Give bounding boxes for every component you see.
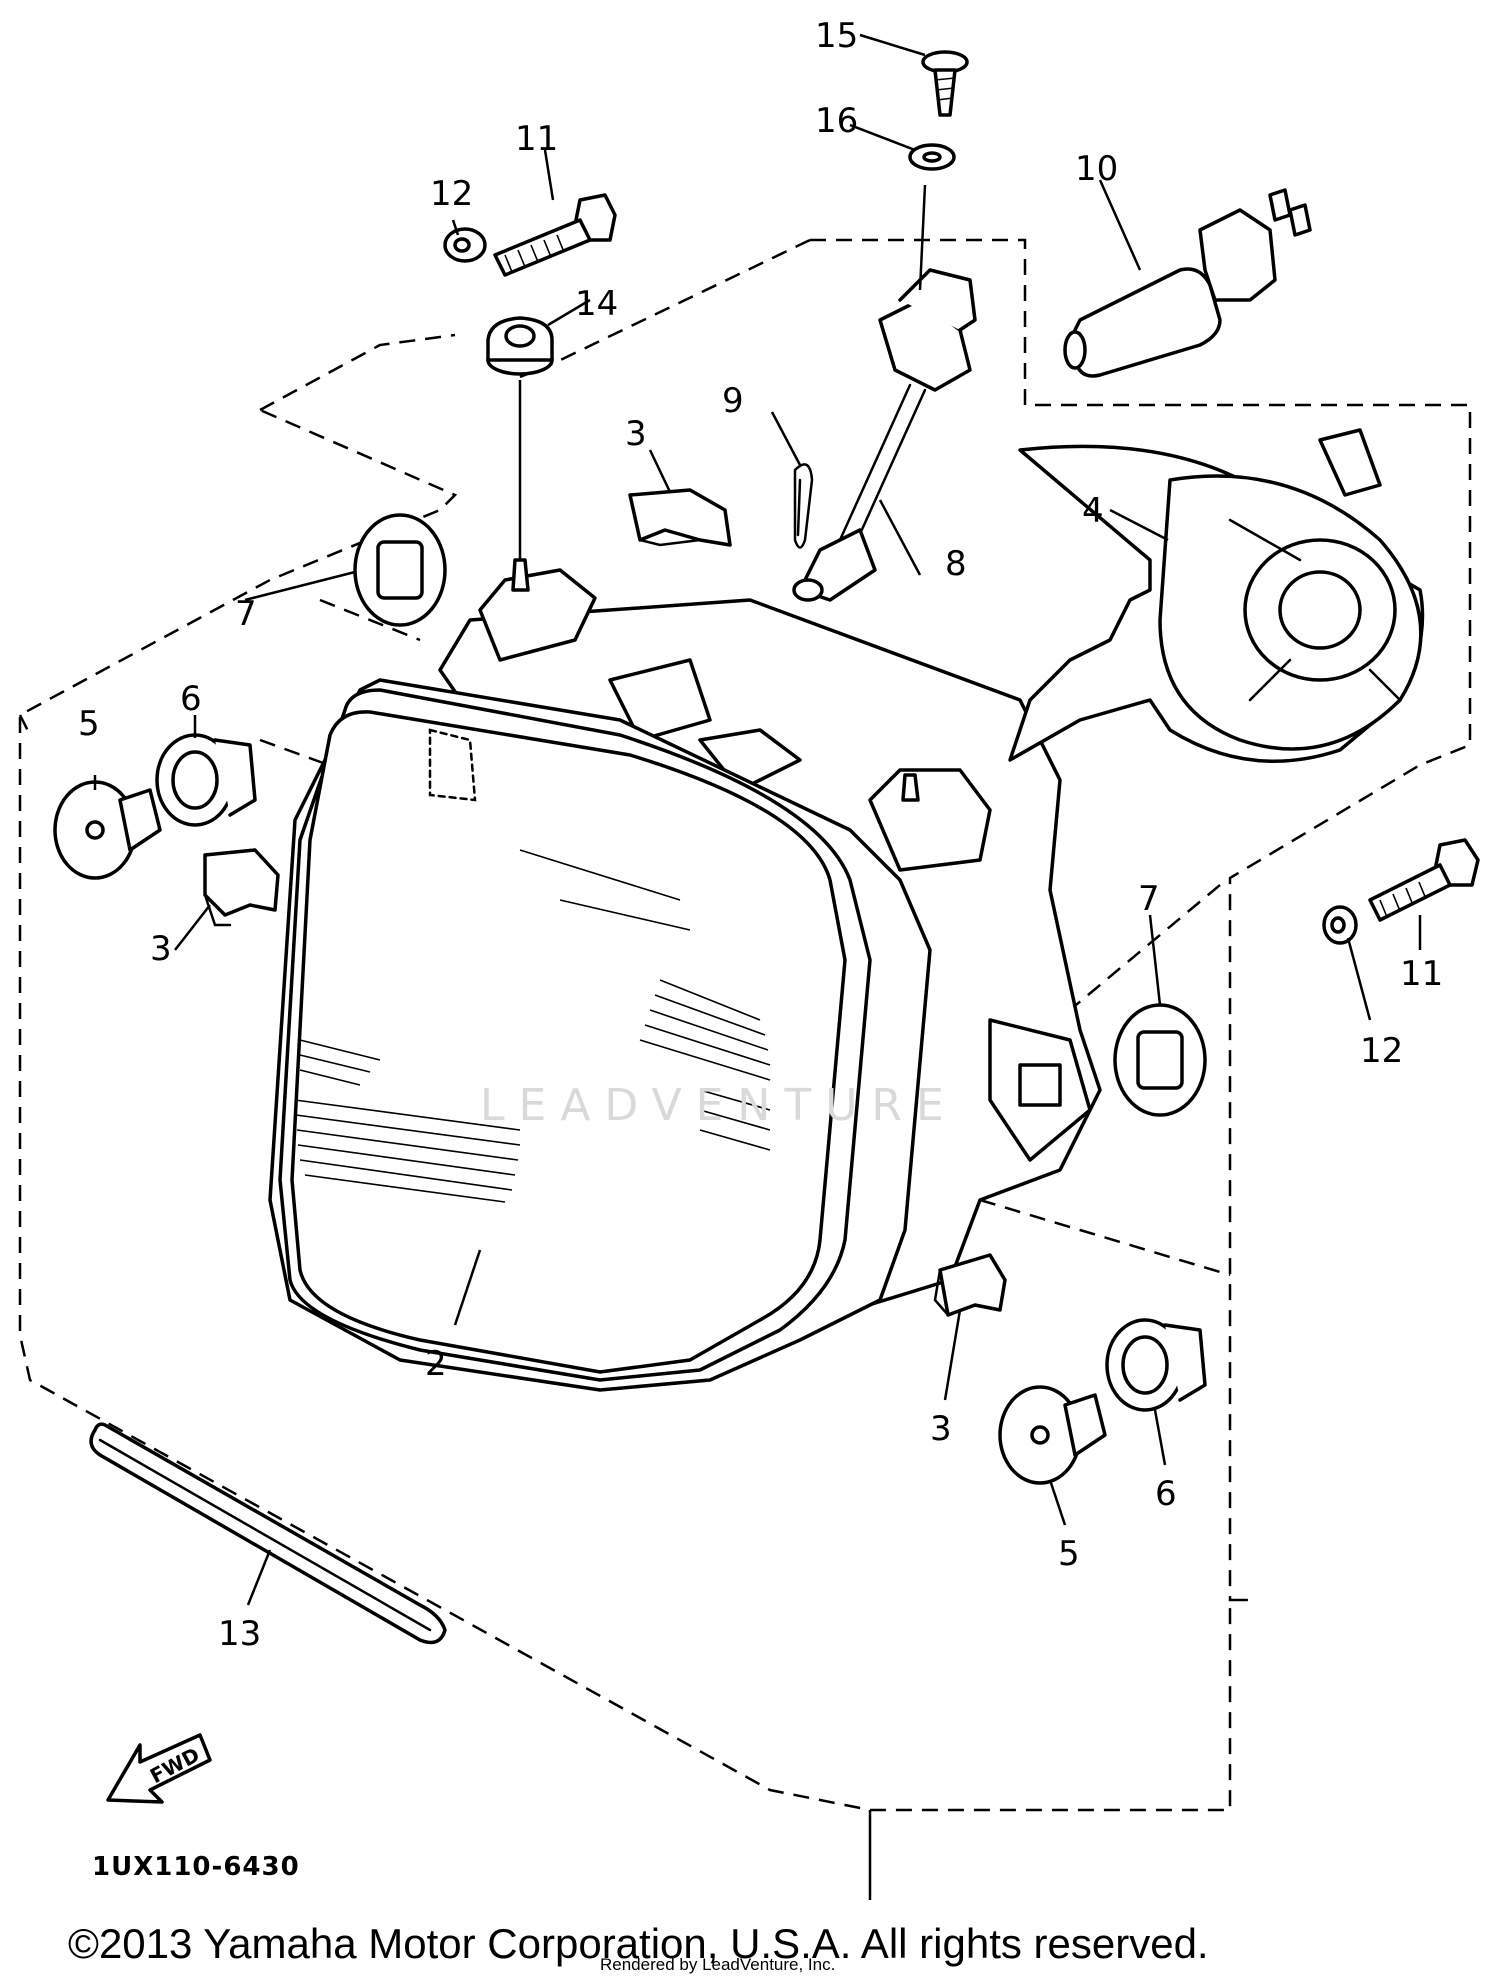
callout-8: 8 — [945, 544, 967, 584]
callout-5: 5 — [78, 704, 100, 744]
fwd-arrow-icon: FWD — [106, 1733, 212, 1804]
headlight-unit-icon — [268, 558, 1102, 1392]
callout-16: 16 — [815, 101, 858, 141]
diagram-code: 1UX110-6430 — [92, 1852, 300, 1882]
callout-4: 4 — [1082, 491, 1104, 531]
callout-12: 12 — [430, 174, 473, 214]
callout-12: 12 — [1360, 1031, 1403, 1071]
collar-icon — [1105, 1318, 1207, 1412]
damper-icon — [486, 316, 554, 376]
rendered-by-note: Rendered by LeadVenture, Inc. — [600, 1955, 836, 1974]
damper-knob-icon — [53, 780, 162, 880]
grommet-icon — [1113, 1003, 1207, 1117]
watermark: LEADVENTURE — [480, 1080, 958, 1131]
callout-3: 3 — [625, 414, 647, 454]
bolt-icon — [1368, 838, 1480, 922]
callout-11: 11 — [1400, 954, 1443, 994]
callout-5: 5 — [1058, 1534, 1080, 1574]
callout-6: 6 — [180, 679, 202, 719]
clip-icon — [933, 1253, 1007, 1317]
clip-icon — [203, 848, 280, 927]
callout-7: 7 — [235, 594, 257, 634]
washer-icon — [908, 143, 956, 171]
callout-14: 14 — [575, 284, 618, 324]
clip-icon — [628, 488, 732, 547]
callout-labels: 15 16 10 11 12 14 3 9 8 4 7 6 5 3 7 12 1… — [78, 16, 1443, 1654]
bulb-icon — [1063, 188, 1312, 378]
socket-cord-icon — [792, 268, 977, 602]
callout-2: 2 — [425, 1344, 447, 1384]
callout-3: 3 — [150, 929, 172, 969]
grommet-icon — [353, 513, 447, 627]
damper-knob-icon — [998, 1385, 1107, 1485]
callout-9: 9 — [722, 381, 744, 421]
copyright-notice: ©2013 Yamaha Motor Corporation, U.S.A. A… — [68, 1920, 1209, 1967]
screw-icon — [921, 50, 969, 117]
callout-7: 7 — [1138, 879, 1160, 919]
callout-13: 13 — [218, 1614, 261, 1654]
leader-lines — [93, 33, 1422, 1900]
callout-11: 11 — [515, 119, 558, 159]
callout-15: 15 — [815, 16, 858, 56]
spring-clip-icon — [793, 463, 814, 549]
collar-icon — [155, 733, 257, 827]
washer-icon — [443, 227, 487, 263]
bolt-icon — [493, 193, 617, 277]
callout-3: 3 — [930, 1409, 952, 1449]
band-strip-icon — [89, 1422, 447, 1645]
callout-10: 10 — [1075, 149, 1118, 189]
callout-6: 6 — [1155, 1474, 1177, 1514]
washer-icon — [1322, 905, 1358, 945]
bulb-cover-icon — [1008, 428, 1425, 763]
